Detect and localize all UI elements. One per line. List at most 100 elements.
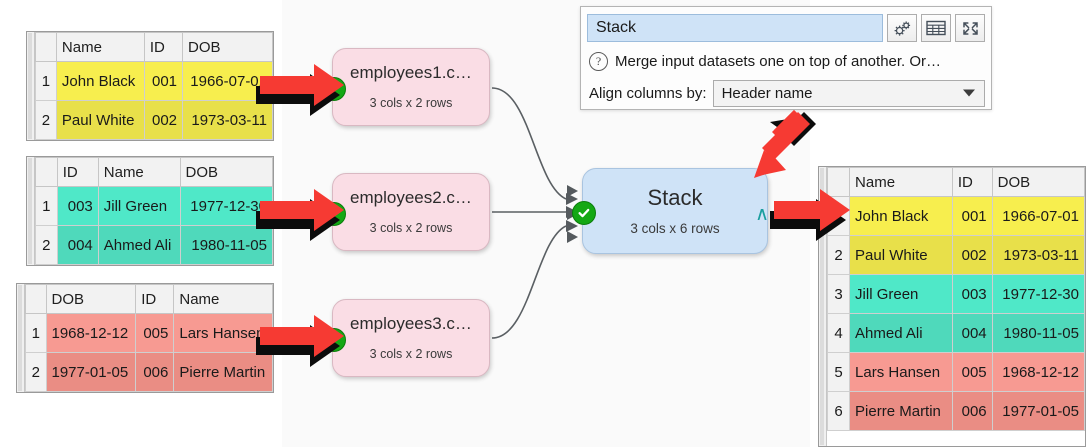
header-row: ID Name DOB	[35, 157, 273, 187]
node-name-input[interactable]: Stack	[587, 14, 883, 42]
employees1-table[interactable]: Name ID DOB 1 John Black 001 1966-07-01 …	[26, 31, 274, 141]
cell[interactable]: 002	[143, 100, 184, 140]
cell[interactable]: 1980-11-05	[991, 313, 1085, 353]
cell[interactable]: 001	[951, 196, 993, 236]
table-row: 4 Ahmed Ali 004 1980-11-05	[826, 313, 1085, 353]
column-header[interactable]: ID	[143, 32, 184, 62]
cell[interactable]: 1980-11-05	[179, 225, 273, 265]
annotation-arrow-source3	[256, 315, 344, 367]
column-header[interactable]: DOB	[179, 157, 273, 187]
table-row: 1 1968-12-12 005 Lars Hansen	[25, 313, 273, 353]
cell[interactable]: Paul White	[55, 100, 145, 140]
cell[interactable]: 1966-07-01	[991, 196, 1085, 236]
node-employees1[interactable]: employees1.c… 3 cols x 2 rows	[322, 48, 490, 126]
settings-gears-icon[interactable]	[887, 14, 917, 42]
help-icon[interactable]: ?	[589, 51, 608, 71]
grid: Name ID DOB 1 John Black 001 1966-07-01 …	[826, 167, 1085, 431]
row-number[interactable]: 2	[25, 352, 47, 392]
cell[interactable]: 003	[951, 274, 993, 314]
column-header[interactable]: DOB	[45, 284, 137, 314]
cell[interactable]: 004	[951, 313, 993, 353]
annotation-arrow-output	[770, 189, 850, 241]
employees3-table[interactable]: DOB ID Name 1 1968-12-12 005 Lars Hansen…	[16, 283, 274, 393]
node-employees3[interactable]: employees3.c… 3 cols x 2 rows	[322, 299, 490, 377]
cell[interactable]: Pierre Martin	[849, 391, 953, 431]
cell[interactable]: 1977-01-05	[991, 391, 1085, 431]
row-number[interactable]: 1	[35, 61, 57, 101]
vertical-scrollbar[interactable]	[17, 284, 25, 392]
input-port-1-icon[interactable]	[567, 185, 578, 197]
cell[interactable]: 002	[951, 235, 993, 275]
column-header[interactable]: DOB	[182, 32, 273, 62]
cell[interactable]: Ahmed Ali	[849, 313, 953, 353]
column-header[interactable]: ID	[951, 167, 993, 197]
column-header[interactable]: ID	[135, 284, 175, 314]
grid: Name ID DOB 1 John Black 001 1966-07-01 …	[35, 32, 273, 140]
cell[interactable]: 006	[135, 352, 175, 392]
node-subtitle: 3 cols x 6 rows	[630, 220, 720, 236]
grid: ID Name DOB 1 003 Jill Green 1977-12-30 …	[35, 157, 273, 265]
cell[interactable]: John Black	[55, 61, 145, 101]
cell[interactable]: 1973-03-11	[182, 100, 273, 140]
cell[interactable]: 1968-12-12	[45, 313, 137, 353]
output-marker-icon[interactable]: ∧	[755, 203, 769, 225]
cell[interactable]: Paul White	[849, 235, 953, 275]
table-view-icon[interactable]	[921, 14, 951, 42]
cell[interactable]: 006	[951, 391, 993, 431]
cell[interactable]: Ahmed Ali	[97, 225, 181, 265]
row-number[interactable]: 1	[25, 313, 47, 353]
node-subtitle: 3 cols x 2 rows	[369, 346, 453, 361]
cell[interactable]: 005	[135, 313, 175, 353]
node-title: Stack	[647, 185, 703, 211]
cell[interactable]: 1977-01-05	[45, 352, 137, 392]
row-number[interactable]: 5	[826, 352, 851, 392]
align-columns-value: Header name	[721, 84, 813, 102]
cell[interactable]: 1968-12-12	[991, 352, 1085, 392]
input-port-3-icon[interactable]	[567, 231, 578, 243]
expand-icon[interactable]	[955, 14, 985, 42]
table-row: 1 John Black 001 1966-07-01	[35, 61, 273, 101]
cell[interactable]: 1973-03-11	[991, 235, 1085, 275]
cell[interactable]: 003	[56, 186, 99, 226]
column-header[interactable]: Name	[55, 32, 145, 62]
row-number[interactable]: 3	[826, 274, 851, 314]
header-row: Name ID DOB	[35, 32, 273, 62]
row-number[interactable]: 4	[826, 313, 851, 353]
node-stack[interactable]: Stack 3 cols x 6 rows ∧	[567, 168, 769, 254]
column-header[interactable]: Name	[173, 284, 273, 314]
annotation-arrow-settings-to-stack	[754, 110, 816, 178]
cell[interactable]: Jill Green	[849, 274, 953, 314]
panel-description-row: ? Merge input datasets one on top of ano…	[589, 48, 985, 74]
cell[interactable]: Jill Green	[97, 186, 181, 226]
cell[interactable]: Lars Hansen	[849, 352, 953, 392]
stacked-output-table[interactable]: Name ID DOB 1 John Black 001 1966-07-01 …	[818, 166, 1086, 447]
vertical-scrollbar[interactable]	[27, 157, 35, 265]
vertical-scrollbar[interactable]	[27, 32, 35, 140]
vertical-scrollbar[interactable]	[819, 167, 827, 446]
row-number[interactable]: 2	[35, 100, 57, 140]
row-number[interactable]: 2	[826, 235, 851, 275]
column-header[interactable]: ID	[56, 157, 99, 187]
table-row: 2 Paul White 002 1973-03-11	[826, 235, 1085, 275]
cell[interactable]: 005	[951, 352, 993, 392]
corner-cell	[35, 157, 58, 187]
table-row: 1 003 Jill Green 1977-12-30	[35, 186, 273, 226]
align-columns-select[interactable]: Header name	[712, 79, 985, 107]
cell[interactable]: 1977-12-30	[991, 274, 1085, 314]
cell[interactable]: 001	[143, 61, 184, 101]
header-row: DOB ID Name	[25, 284, 273, 314]
row-number[interactable]: 1	[35, 186, 58, 226]
cell[interactable]: 004	[56, 225, 99, 265]
cell[interactable]: John Black	[849, 196, 953, 236]
column-header[interactable]: Name	[97, 157, 181, 187]
row-number[interactable]: 6	[826, 391, 851, 431]
employees2-table[interactable]: ID Name DOB 1 003 Jill Green 1977-12-30 …	[26, 156, 274, 266]
cell[interactable]: Pierre Martin	[173, 352, 273, 392]
row-number[interactable]: 2	[35, 225, 58, 265]
node-settings-panel[interactable]: Stack	[580, 6, 992, 110]
corner-cell	[25, 284, 47, 314]
column-header[interactable]: DOB	[991, 167, 1085, 197]
panel-align-row: Align columns by: Header name	[589, 79, 985, 107]
annotation-arrow-source2	[256, 189, 344, 241]
align-columns-label: Align columns by:	[589, 84, 707, 102]
